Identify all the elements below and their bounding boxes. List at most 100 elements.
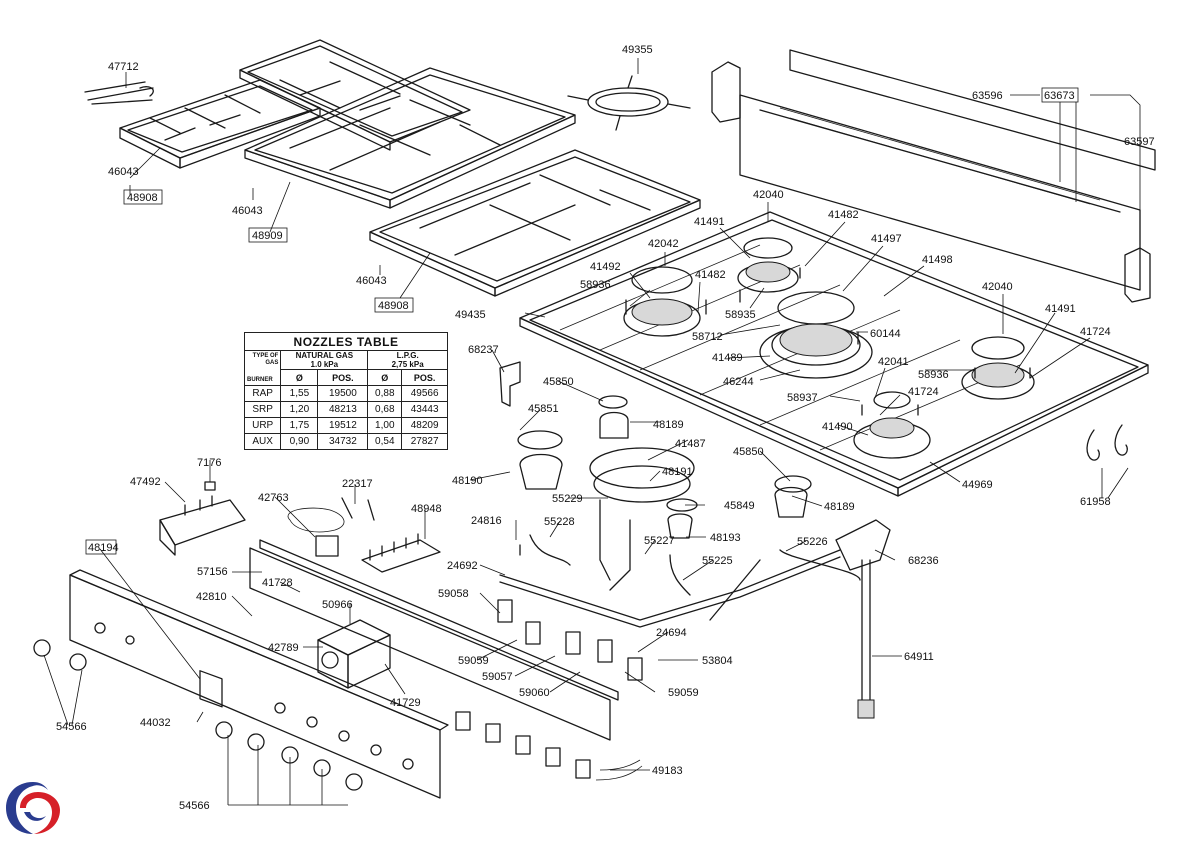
part-label: 64911: [904, 651, 934, 663]
part-label: 61958: [1080, 496, 1111, 508]
burner-cell: SRP: [243, 401, 282, 418]
part-label: 60144: [870, 328, 901, 340]
timer-module: [317, 619, 391, 689]
part-label: 68236: [908, 555, 939, 567]
part-label: 49183: [652, 765, 683, 777]
part-label: 53804: [702, 655, 733, 667]
part-label: 59060: [519, 687, 550, 699]
part-label: 41482: [828, 209, 859, 221]
lpg-pos-cell: 27827: [401, 433, 448, 450]
part-label: 55225: [702, 555, 733, 567]
ng-diameter-cell: 1,20: [280, 401, 319, 418]
table-row: AUX 0,90 34732 0,54 27827: [243, 433, 448, 450]
burner-auxiliary: [853, 391, 931, 459]
part-label: 54566: [179, 800, 210, 812]
part-label: 41728: [262, 577, 293, 589]
part-label: 45850: [733, 446, 764, 458]
part-label: 48190: [452, 475, 483, 487]
part-label: 63597: [1124, 136, 1155, 148]
switch-wiring: [287, 507, 345, 557]
part-label: 42040: [982, 281, 1013, 293]
part-label-boxed: 48194: [88, 542, 119, 554]
part-label: 54566: [56, 721, 87, 733]
knob-light-lenses: [455, 711, 643, 781]
part-label-boxed: 48908: [378, 300, 409, 312]
burner-semi-rapid-front-left: [623, 266, 701, 337]
part-label: 46043: [232, 205, 263, 217]
ng-pos-cell: 34732: [317, 433, 369, 450]
part-label: 49435: [455, 309, 486, 321]
table-title: NOZZLES TABLE: [244, 332, 448, 351]
part-label: 59059: [668, 687, 699, 699]
part-label: 46043: [108, 166, 139, 178]
pan-support-grid-right-upper: [244, 67, 576, 209]
part-label: 68237: [468, 344, 499, 356]
part-label: 22317: [342, 478, 373, 490]
part-label: 58936: [580, 279, 611, 291]
part-label: 55226: [797, 536, 828, 548]
part-label: 58935: [725, 309, 756, 321]
part-label: 58712: [692, 331, 723, 343]
part-label: 24692: [447, 560, 478, 572]
lpg-label: L.P.G.: [396, 351, 419, 360]
pan-support-grid-left: [119, 79, 321, 169]
part-label: 44032: [140, 717, 171, 729]
natural-gas-pressure: 1.0 kPa: [310, 360, 339, 369]
part-label: 41724: [1080, 326, 1111, 338]
part-labels: 47712 46043 48908 46043 48909 46043 4890…: [56, 44, 1155, 812]
part-label: 46244: [723, 376, 754, 388]
logo-blue-inner: [24, 812, 46, 821]
logo-blue-swirl: [6, 782, 48, 834]
nozzles-table: NOZZLES TABLE TYPE OF GAS BURNER NATURAL…: [243, 332, 448, 450]
backguard-panel: [711, 49, 1156, 303]
part-label: 47492: [130, 476, 161, 488]
col-diameter: Ø: [280, 369, 319, 386]
part-label: 45851: [528, 403, 559, 415]
part-label: 41487: [675, 438, 706, 450]
burner-semi-rapid-back: [737, 237, 799, 293]
part-label: 48189: [824, 501, 855, 513]
cooktop-tray: [519, 211, 1149, 497]
part-label: 24816: [471, 515, 502, 527]
lpg-diameter-cell: 0,54: [367, 433, 403, 450]
part-label: 41492: [590, 261, 621, 273]
igniters-and-screws: [625, 267, 1031, 416]
lpg-pos-cell: 43443: [401, 401, 448, 418]
part-label: 42042: [648, 238, 679, 250]
part-label: 41482: [695, 269, 726, 281]
thermocouples-and-cups: [517, 395, 812, 539]
part-label: 42763: [258, 492, 289, 504]
clips-61958: [1086, 424, 1128, 461]
lpg-pos-cell: 48209: [401, 417, 448, 434]
ng-diameter-cell: 1,55: [280, 385, 319, 402]
part-label-boxed: 63673: [1044, 90, 1075, 102]
part-label: 63596: [972, 90, 1003, 102]
part-label-boxed: 48909: [252, 230, 283, 242]
part-label: 55227: [644, 535, 675, 547]
front-fascia: [69, 569, 449, 799]
part-label: 7176: [197, 457, 221, 469]
part-label: 46043: [356, 275, 387, 287]
part-label-boxed: 48908: [127, 192, 158, 204]
spring-clips: [84, 81, 154, 105]
gas-valves: [497, 599, 643, 681]
ng-pos-cell: 19500: [317, 385, 369, 402]
burner-cell: URP: [243, 417, 282, 434]
logo-red-swirl: [20, 792, 60, 834]
spark-generator: [159, 495, 246, 556]
pan-support-grid-centre: [239, 39, 471, 151]
part-label: 41724: [908, 386, 939, 398]
burner-label: BURNER: [247, 377, 273, 383]
part-label: 41497: [871, 233, 902, 245]
lpg-header: L.P.G. 2,75 kPa: [367, 350, 448, 370]
ng-diameter-cell: 0,90: [280, 433, 319, 450]
bracket-and-small-parts: [204, 361, 521, 556]
type-of-gas-label: TYPE OF GAS: [252, 353, 279, 366]
table-row: SRP 1,20 48213 0,68 43443: [243, 401, 448, 418]
part-label: 41489: [712, 352, 743, 364]
col-pos: POS.: [317, 369, 369, 386]
control-panel-frame: [249, 539, 619, 741]
table-row: URP 1,75 19512 1,00 48209: [243, 417, 448, 434]
part-label: 55228: [544, 516, 575, 528]
